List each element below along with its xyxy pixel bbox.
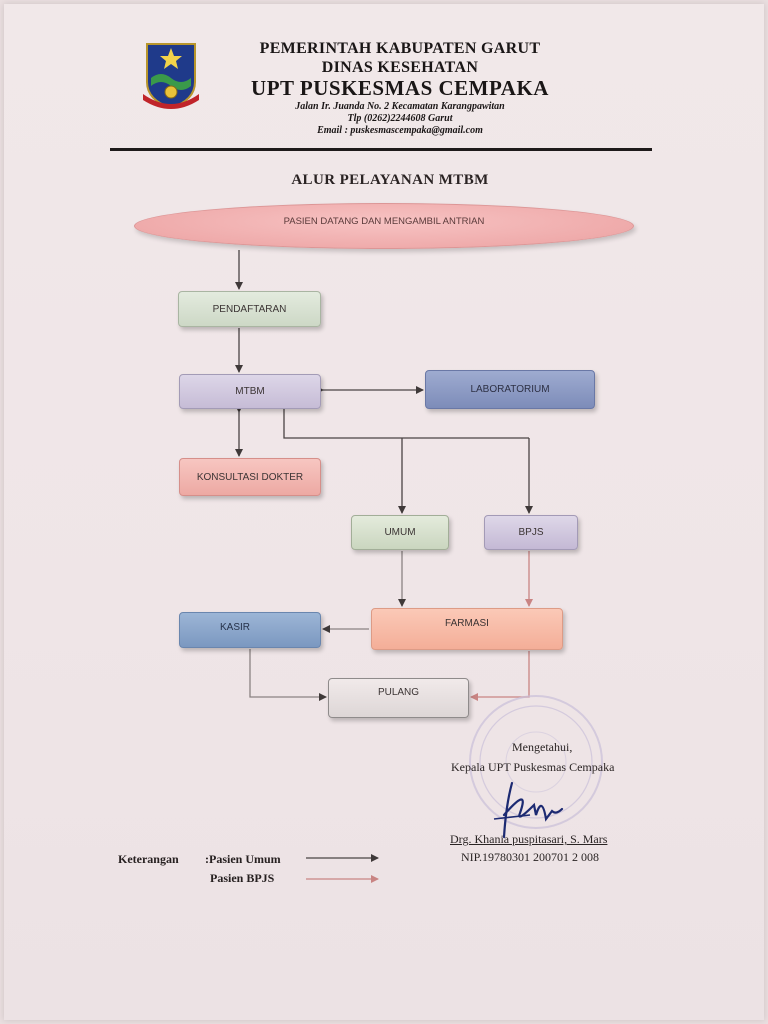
handwritten-signature bbox=[493, 781, 564, 839]
node-konsultasi-label: KONSULTASI DOKTER bbox=[196, 471, 304, 483]
kabupaten-garut-emblem bbox=[143, 43, 199, 110]
header-agency: DINAS KESEHATAN bbox=[321, 59, 479, 76]
node-patient-arrival-label: PASIEN DATANG DAN MENGAMBIL ANTRIAN bbox=[283, 215, 485, 227]
signatory-name: Drg. Khania puspitasari, S. Mars bbox=[450, 832, 608, 846]
node-mtbm: MTBM bbox=[179, 374, 321, 409]
node-kasir: KASIR bbox=[179, 612, 321, 648]
connector-mtbm-branch bbox=[283, 409, 529, 439]
node-pendaftaran: PENDAFTARAN bbox=[178, 291, 321, 327]
legend-bpjs-label: Pasien BPJS bbox=[210, 871, 275, 885]
node-mtbm-label: MTBM bbox=[235, 386, 265, 397]
document-page bbox=[4, 4, 764, 1020]
node-pulang: PULANG bbox=[328, 678, 469, 718]
diagram-title: ALUR PELAYANAN MTBM bbox=[291, 172, 489, 188]
node-konsultasi-dokter: KONSULTASI DOKTER bbox=[179, 458, 321, 496]
legend-title: Keterangan bbox=[118, 852, 179, 866]
header-divider bbox=[110, 148, 652, 151]
header-email: Email : puskesmascempaka@gmail.com bbox=[317, 125, 483, 136]
header-address: Jalan Ir. Juanda No. 2 Kecamatan Karangp… bbox=[295, 101, 505, 112]
node-pendaftaran-label: PENDAFTARAN bbox=[212, 303, 287, 315]
node-farmasi-label: FARMASI bbox=[445, 617, 489, 629]
arrow-farmasi-pulang bbox=[470, 651, 530, 701]
node-kasir-label: KASIR bbox=[219, 621, 250, 633]
signature-position: Kepala UPT Puskesmas Cempaka bbox=[451, 760, 615, 774]
node-umum-label: UMUM bbox=[384, 527, 416, 538]
header-institution: UPT PUSKESMAS CEMPAKA bbox=[251, 76, 549, 100]
node-patient-arrival: PASIEN DATANG DAN MENGAMBIL ANTRIAN bbox=[134, 203, 634, 249]
node-farmasi: FARMASI bbox=[371, 608, 563, 650]
official-stamp bbox=[469, 695, 603, 829]
signatory-nip: NIP.19780301 200701 2 008 bbox=[461, 850, 600, 864]
node-bpjs: BPJS bbox=[484, 515, 578, 550]
node-umum: UMUM bbox=[351, 515, 449, 550]
arrow-kasir-pulang bbox=[249, 649, 327, 701]
legend-umum-label: :Pasien Umum bbox=[205, 852, 281, 866]
node-laboratorium-label: LABORATORIUM bbox=[470, 384, 550, 395]
header-phone: Tlp (0262)2244608 Garut bbox=[347, 113, 453, 124]
node-bpjs-label: BPJS bbox=[518, 527, 544, 538]
header-government: PEMERINTAH KABUPATEN GARUT bbox=[259, 40, 541, 57]
node-pulang-label: PULANG bbox=[377, 686, 420, 698]
signature-acknowledged: Mengetahui, bbox=[512, 740, 573, 754]
node-laboratorium: LABORATORIUM bbox=[425, 370, 595, 409]
